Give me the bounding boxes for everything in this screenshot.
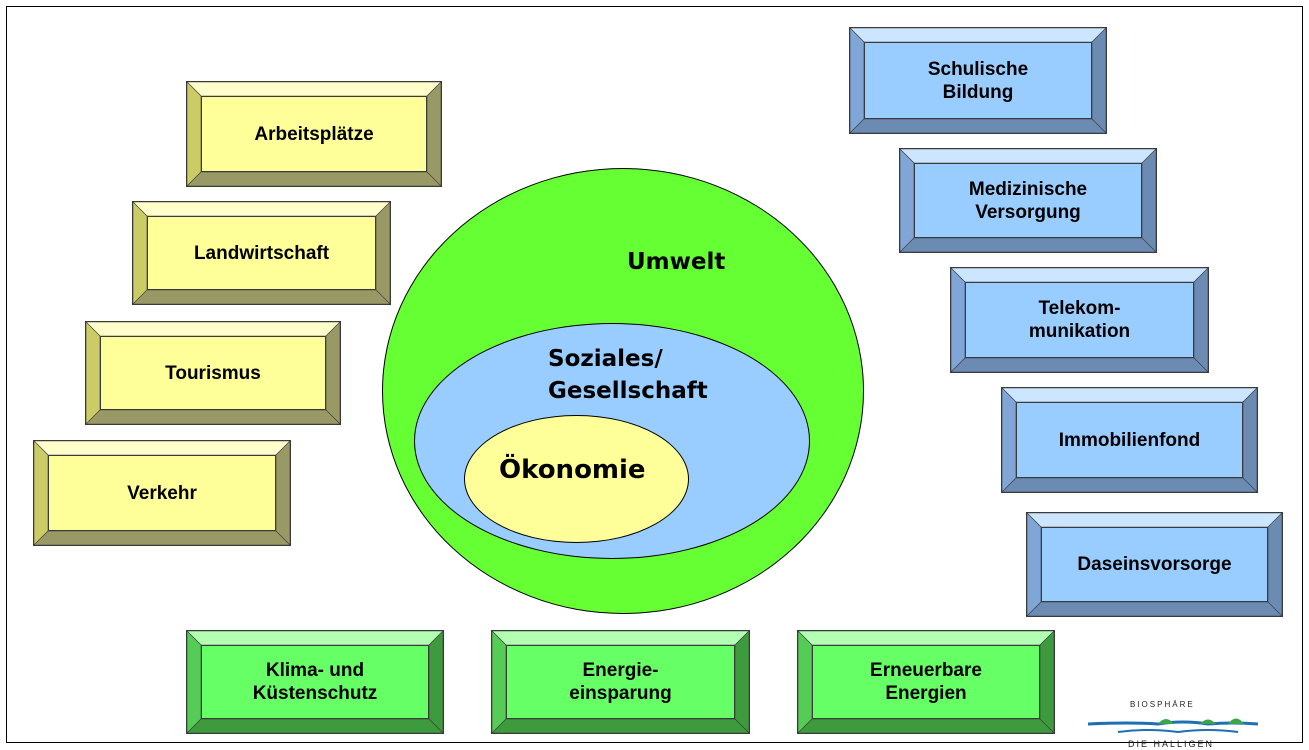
box-immobilienfond: Immobilienfond xyxy=(1001,387,1258,493)
box-schulische-bildung: Schulische Bildung xyxy=(849,27,1107,134)
box-label: Landwirtschaft xyxy=(147,216,376,290)
box-landwirtschaft: Landwirtschaft xyxy=(132,201,391,305)
box-label: Medizinische Versorgung xyxy=(914,163,1142,238)
box-label: Erneuerbare Energien xyxy=(812,645,1040,719)
box-erneuerbare-energien: Erneuerbare Energien xyxy=(797,630,1055,734)
society-label: Soziales/ Gesellschaft xyxy=(548,346,708,404)
box-klima-kuestenschutz: Klima- und Küstenschutz xyxy=(186,630,444,734)
box-telekommunikation: Telekom- munikation xyxy=(950,267,1209,373)
box-label: Schulische Bildung xyxy=(864,42,1092,119)
box-verkehr: Verkehr xyxy=(33,440,291,546)
box-medizinische-versorgung: Medizinische Versorgung xyxy=(899,148,1157,253)
bevel-edges xyxy=(951,268,1208,372)
logo-top-text: BIOSPHÄRE xyxy=(1130,700,1195,709)
environment-label: Umwelt xyxy=(627,249,726,275)
bevel-edges xyxy=(133,202,390,304)
bevel-edges xyxy=(900,149,1156,252)
bevel-edges xyxy=(850,28,1106,133)
box-label: Immobilienfond xyxy=(1016,402,1243,478)
bevel-edges xyxy=(1002,388,1257,492)
economy-label: Ökonomie xyxy=(499,455,646,485)
bevel-edges xyxy=(187,82,441,186)
box-label: Daseinsvorsorge xyxy=(1041,527,1268,602)
bevel-edges xyxy=(798,631,1054,733)
box-tourismus: Tourismus xyxy=(85,321,341,425)
biosphere-logo: BIOSPHÄRE DIE HALLIGEN xyxy=(1088,700,1258,749)
logo-waves-icon xyxy=(1088,718,1258,734)
box-arbeitsplaetze: Arbeitsplätze xyxy=(186,81,442,187)
bevel-edges xyxy=(1027,513,1282,616)
bevel-edges xyxy=(187,631,443,733)
box-label: Verkehr xyxy=(48,455,276,531)
bevel-edges xyxy=(34,441,290,545)
diagram-frame xyxy=(6,6,1303,743)
bevel-edges xyxy=(492,631,749,733)
logo-bottom-text: DIE HALLIGEN xyxy=(1128,739,1215,749)
box-label: Energie- einsparung xyxy=(506,645,735,719)
box-label: Arbeitsplätze xyxy=(201,96,427,172)
bevel-edges xyxy=(86,322,340,424)
box-label: Tourismus xyxy=(100,336,326,410)
box-daseinsvorsorge: Daseinsvorsorge xyxy=(1026,512,1283,617)
box-energieeinsparung: Energie- einsparung xyxy=(491,630,750,734)
box-label: Telekom- munikation xyxy=(965,282,1194,358)
economy-circle xyxy=(464,415,689,543)
box-label: Klima- und Küstenschutz xyxy=(201,645,429,719)
